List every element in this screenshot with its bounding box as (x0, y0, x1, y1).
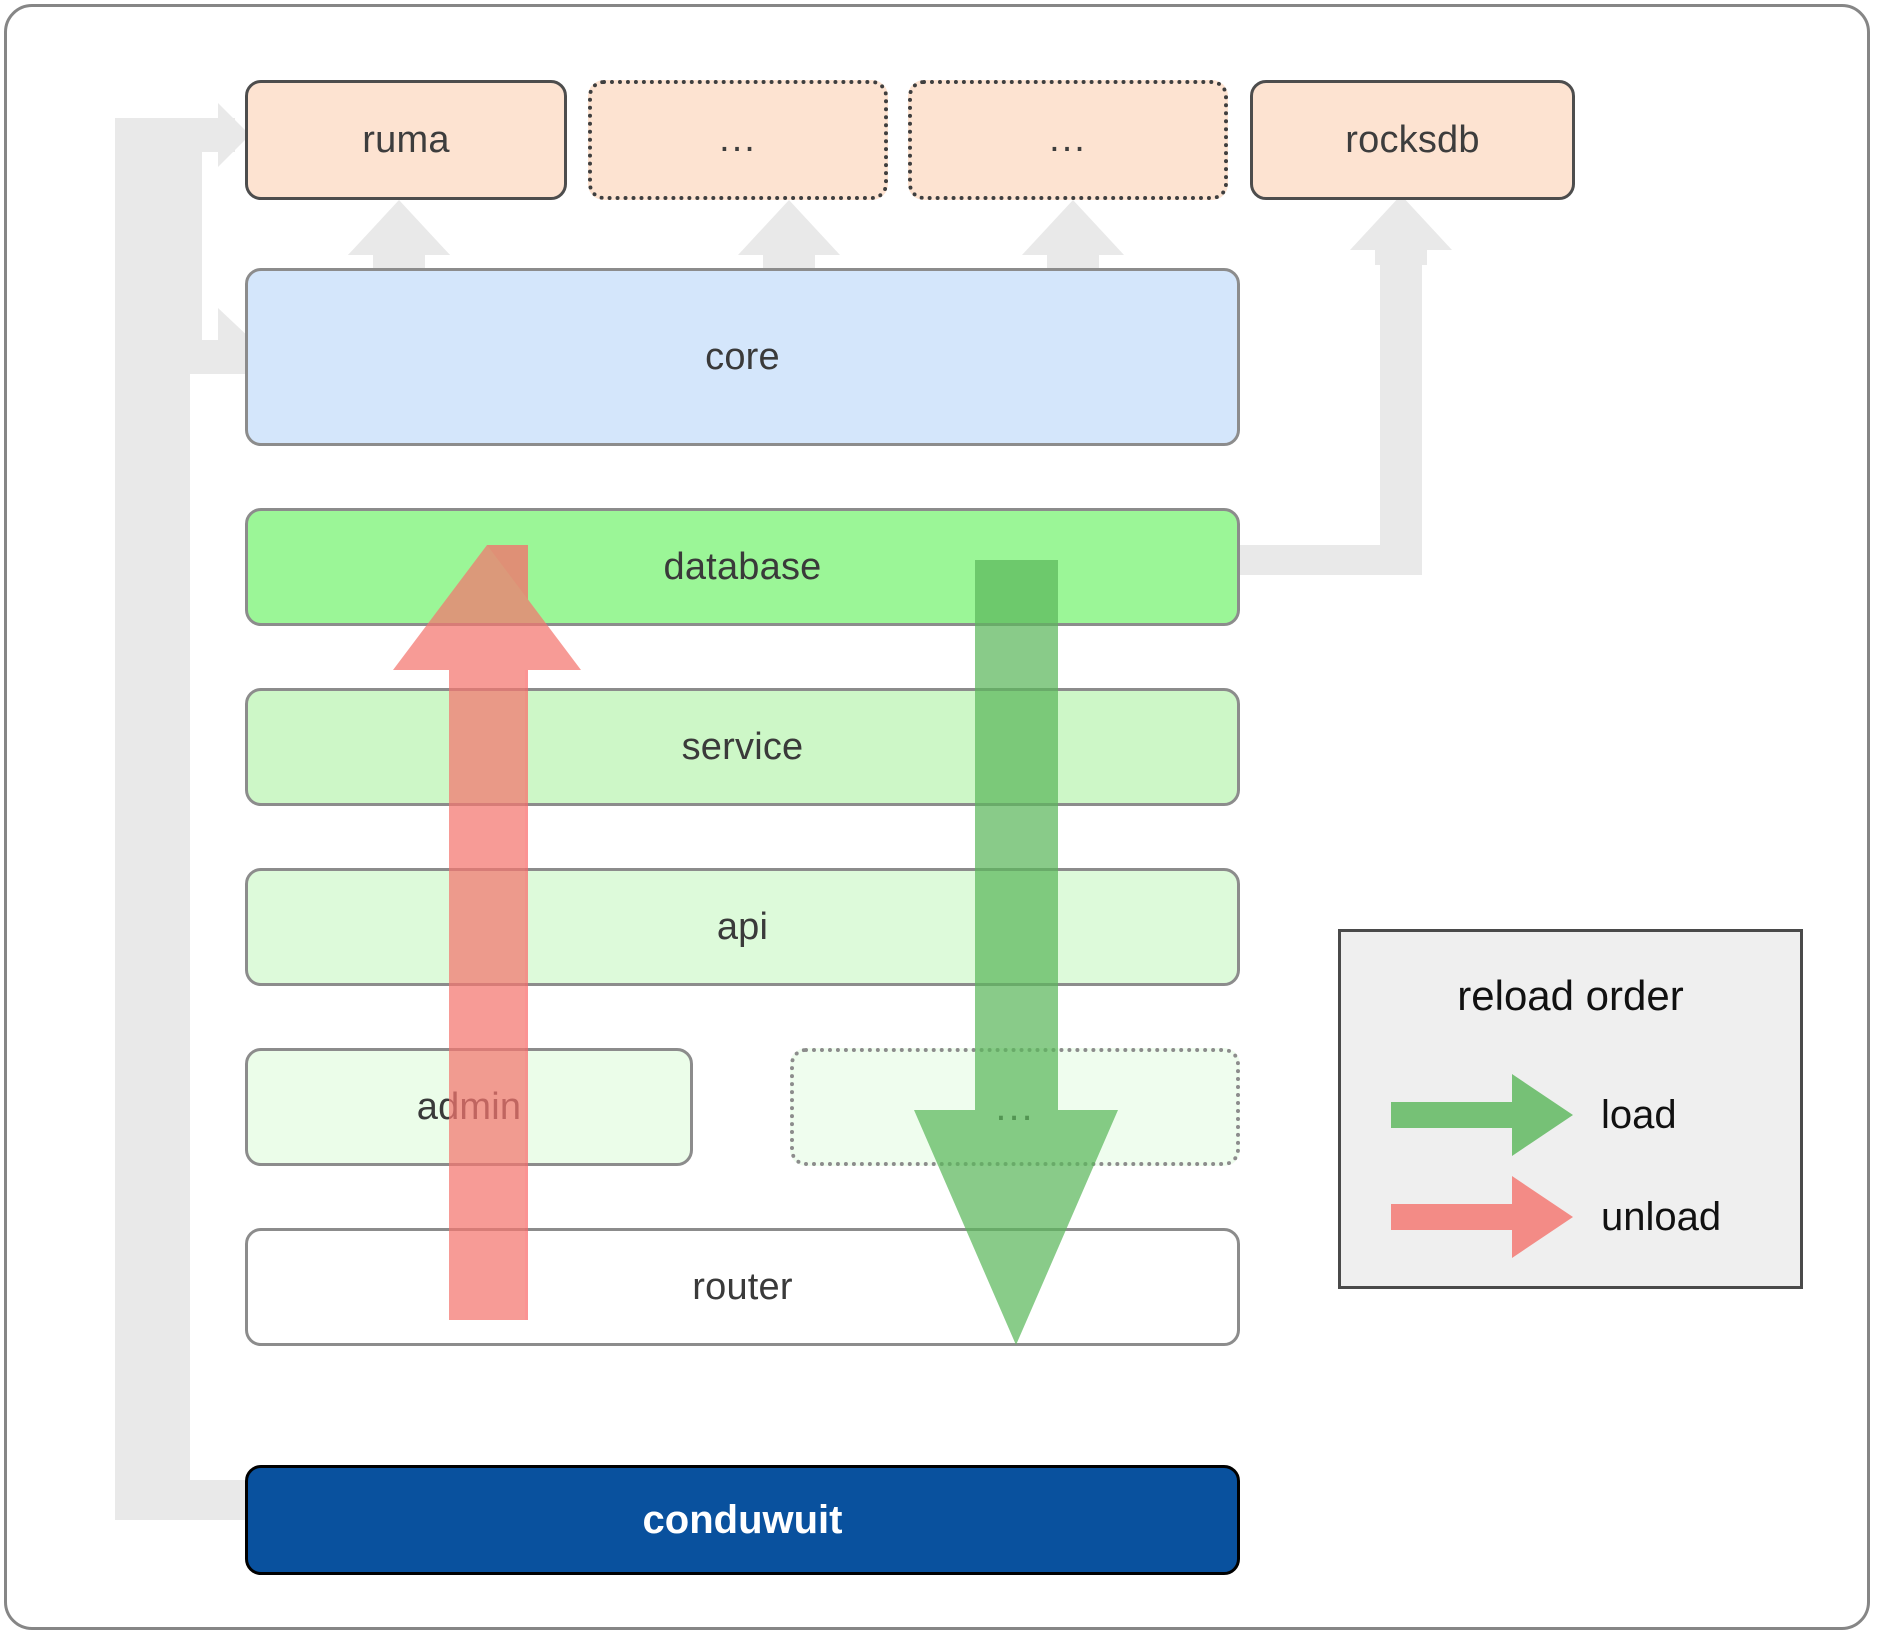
legend-load-arrow-icon (1391, 1074, 1573, 1156)
stack-label-admin: admin (416, 1085, 522, 1128)
stack-box-database[interactable]: database (245, 508, 1240, 626)
binary-box-conduwuit[interactable]: conduwuit (245, 1465, 1240, 1575)
stack-box-etc[interactable]: ... (790, 1048, 1240, 1166)
stack-label-core: core (705, 335, 780, 378)
dep-label-ruma: ruma (362, 118, 450, 161)
stack-label-database: database (663, 545, 822, 588)
dep-label-rocksdb: rocksdb (1345, 118, 1480, 161)
stack-label-router: router (692, 1265, 793, 1308)
dep-box-ruma[interactable]: ruma (245, 80, 567, 200)
dep-box-2[interactable]: ... (588, 80, 888, 200)
diagram-frame (4, 4, 1870, 1630)
dep-box-rocksdb[interactable]: rocksdb (1250, 80, 1575, 200)
legend-label-unload: unload (1601, 1194, 1722, 1239)
legend-label-load: load (1601, 1092, 1677, 1137)
dep-box-3[interactable]: ... (908, 80, 1228, 200)
stack-box-api[interactable]: api (245, 868, 1240, 986)
legend-title: reload order (1457, 972, 1684, 1019)
legend-item-unload: unload (1381, 1172, 1771, 1262)
legend-panel: reload order load unload (1338, 929, 1803, 1289)
stack-label-api: api (716, 905, 769, 948)
stack-label-service: service (681, 725, 804, 768)
stack-box-service[interactable]: service (245, 688, 1240, 806)
stack-label-etc: ... (995, 1085, 1035, 1129)
stack-box-admin[interactable]: admin (245, 1048, 693, 1166)
legend-item-load: load (1381, 1070, 1771, 1160)
legend-unload-arrow-icon (1391, 1176, 1573, 1258)
binary-label-conduwuit: conduwuit (642, 1497, 843, 1542)
stack-box-core[interactable]: core (245, 268, 1240, 446)
dep-label-3: ... (1049, 118, 1087, 161)
dep-label-2: ... (719, 118, 757, 161)
stack-box-router[interactable]: router (245, 1228, 1240, 1346)
